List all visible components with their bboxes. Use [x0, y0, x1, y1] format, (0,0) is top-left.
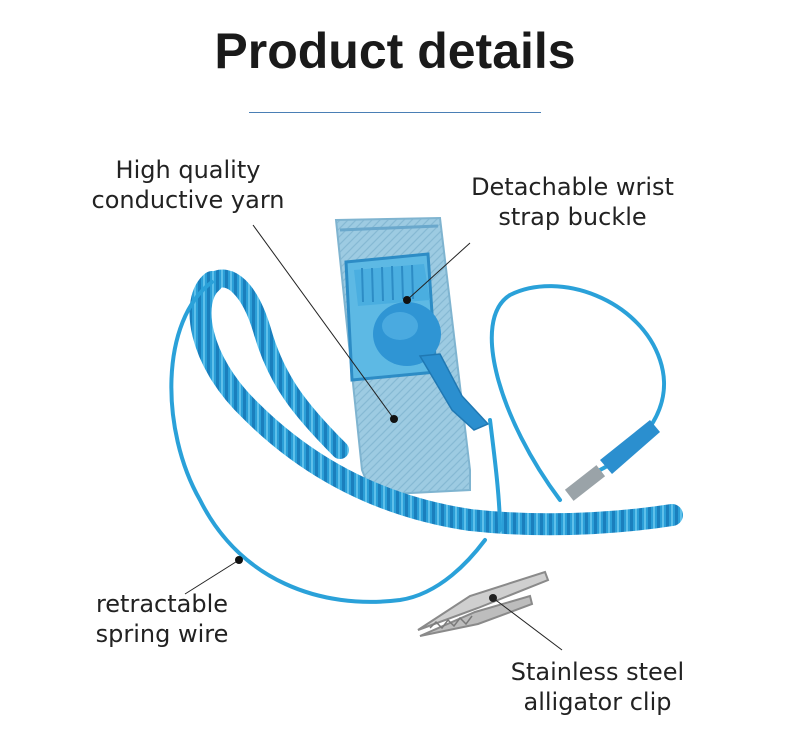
- callout-wrist-strap-buckle: Detachable wrist strap buckle: [460, 172, 685, 232]
- buckle: [373, 302, 490, 431]
- callout-yarn-line1: High quality: [115, 156, 261, 184]
- callout-spring-line1: retractable: [95, 590, 229, 618]
- cable-plug: [564, 420, 660, 501]
- callout-spring-line2: spring wire: [95, 620, 229, 648]
- callout-dots: [235, 296, 411, 564]
- callout-clip-line1: Stainless steel: [510, 658, 685, 686]
- coiled-cord: [189, 269, 683, 536]
- callout-yarn-line2: conductive yarn: [91, 186, 285, 214]
- page-title: Product details: [214, 23, 576, 79]
- callout-spring-wire: retractable spring wire: [87, 589, 237, 649]
- callout-buckle-line1: Detachable wrist: [471, 173, 674, 201]
- alligator-clip: [417, 570, 550, 637]
- callout-buckle-line2: strap buckle: [498, 203, 647, 231]
- callout-alligator-clip: Stainless steel alligator clip: [500, 657, 695, 717]
- callout-conductive-yarn: High quality conductive yarn: [88, 155, 288, 215]
- callout-clip-line2: alligator clip: [523, 688, 672, 716]
- title-divider: [249, 112, 541, 113]
- callout-lines: [184, 224, 563, 651]
